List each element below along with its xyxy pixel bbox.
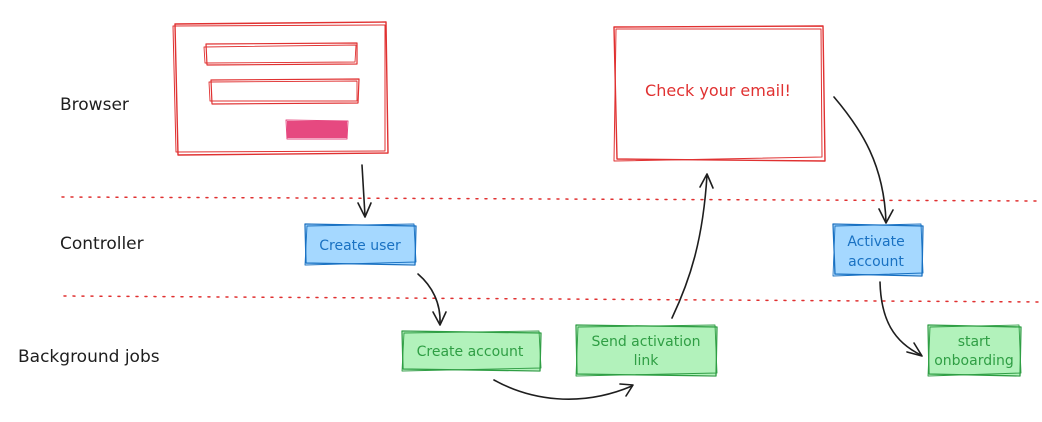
create-account-label: Create account — [417, 344, 524, 360]
form-input-field[interactable] — [203, 42, 358, 66]
lane-separator-top — [61, 196, 1041, 202]
activate-account-label-line1: Activate — [847, 234, 904, 250]
arrow-create-account-to-send-activation — [493, 379, 634, 400]
start-onboarding-label-line2: onboarding — [934, 353, 1014, 369]
create-account-node: Create account — [401, 330, 542, 372]
send-activation-label-line2: link — [634, 353, 660, 369]
arrow-activate-to-start-onboarding — [879, 281, 923, 357]
create-user-label: Create user — [319, 238, 401, 254]
arrow-check-email-to-activate — [833, 96, 894, 224]
lane-separator-bottom — [63, 295, 1041, 303]
arrow-create-user-to-create-account — [417, 273, 447, 326]
check-email-window: Check your email! — [613, 25, 826, 162]
send-activation-link-node: Send activation link — [575, 324, 718, 377]
send-activation-label-line1: Send activation — [591, 334, 700, 350]
start-onboarding-node: start onboarding — [927, 324, 1022, 377]
check-email-message: Check your email! — [645, 81, 791, 100]
start-onboarding-label-line1: start — [958, 334, 991, 350]
arrow-send-activation-to-check-email — [671, 173, 714, 319]
lane-label-browser: Browser — [60, 95, 129, 115]
create-user-node: Create user — [304, 223, 417, 266]
form-input-field[interactable] — [208, 78, 360, 105]
form-submit-button[interactable] — [287, 121, 347, 138]
activate-account-node: Activate account — [832, 223, 924, 277]
arrow-form-to-create-user — [357, 164, 372, 218]
activate-account-label-line2: account — [848, 254, 904, 270]
lane-label-background-jobs: Background jobs — [18, 347, 160, 367]
lane-label-controller: Controller — [60, 234, 144, 254]
signup-form-window — [172, 21, 389, 156]
